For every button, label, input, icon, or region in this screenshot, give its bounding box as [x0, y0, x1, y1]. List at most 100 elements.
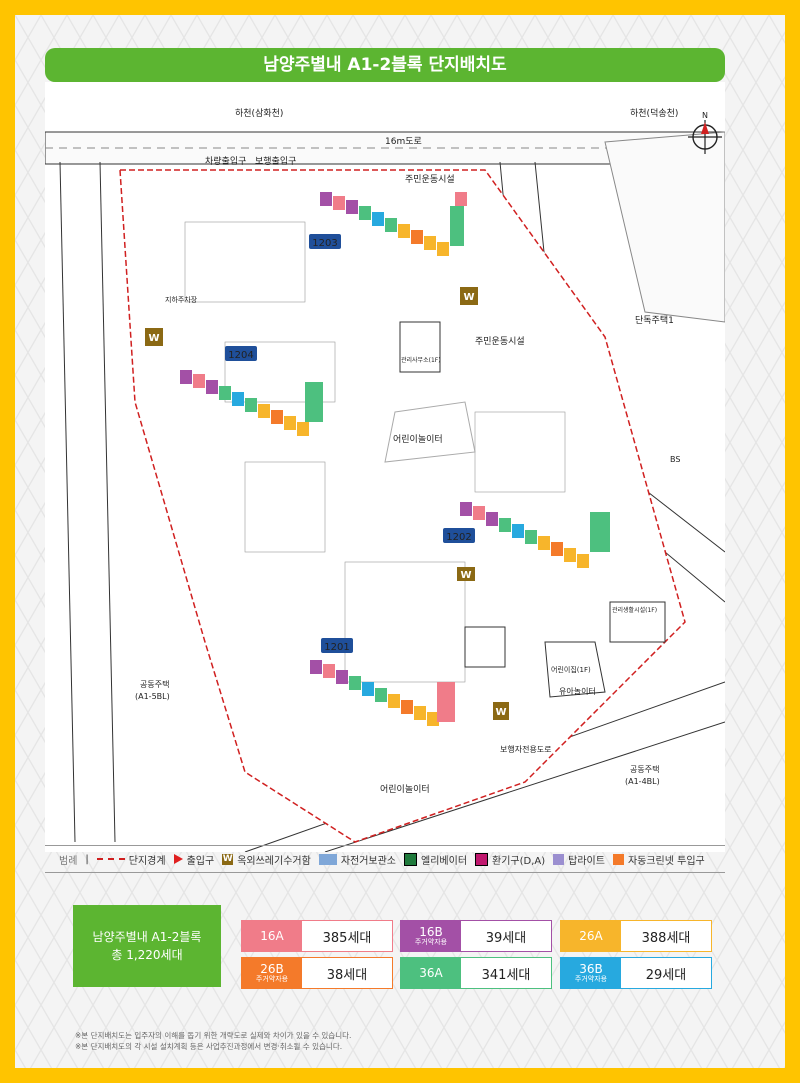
management-office — [399, 321, 441, 373]
legend-item-entrance: 출입구 — [173, 852, 215, 867]
building-label-1202: 1202 — [446, 532, 471, 543]
community-mid-label: 주민운동시설 — [475, 336, 525, 347]
river-left-label: 하천(삼화천) — [235, 108, 283, 119]
unit-type-text: 16A — [260, 929, 284, 943]
right-housing-label: 단독주택1 — [635, 315, 674, 326]
unit-26a — [398, 224, 410, 238]
toplight-icon — [553, 853, 565, 865]
unit-16a — [193, 374, 205, 388]
legend-divider: | — [85, 853, 89, 865]
playground-center-label: 어린이놀이터 — [393, 434, 443, 445]
building-1203 — [320, 192, 467, 256]
bottom-housing-label-2: (A1-4BL) — [625, 777, 660, 786]
unit-box-26b: 26B 주거약자용 38세대 — [241, 957, 393, 989]
entrance-car-label: 차량출입구 — [205, 155, 246, 167]
north-label: N — [702, 111, 708, 120]
legend-item-clean-net: 자동크린넷 투입구 — [612, 852, 705, 867]
unit-16b — [320, 192, 332, 206]
unit-box-26a: 26A 388세대 — [560, 920, 712, 952]
unit-36b — [232, 392, 244, 406]
unit-36a — [245, 398, 257, 412]
unit-16b — [460, 502, 472, 516]
unit-26a — [258, 404, 270, 418]
unit-36a — [590, 512, 610, 552]
right-river-area — [604, 131, 725, 323]
legend: 범례 | 단지경계 출입구 W 옥외쓰레기수거함 자전거보관소 엘리베이터 환기… — [45, 845, 725, 873]
unit-26a — [284, 416, 296, 430]
unit-16b — [310, 660, 322, 674]
unit-26a — [424, 236, 436, 250]
unit-36b — [512, 524, 524, 538]
unit-26a — [577, 554, 589, 568]
unit-36b — [372, 212, 384, 226]
management-office-label: 관리사무소(1F) — [401, 356, 441, 364]
bus-stop-label: BS — [670, 455, 680, 464]
legend-title: 범례 — [59, 855, 78, 867]
unit-26a — [297, 422, 309, 436]
bicycle-icon — [318, 853, 337, 865]
unit-type-text: 36A — [419, 966, 443, 980]
unit-type: 36A — [401, 958, 461, 988]
building-label-1204-bg — [225, 346, 257, 361]
unit-26b — [411, 230, 423, 244]
unit-box-16b: 16B 주거약자용 39세대 — [400, 920, 552, 952]
parking-lines — [184, 221, 566, 683]
unit-26a — [538, 536, 550, 550]
legend-label: 옥외쓰레기수거함 — [237, 855, 311, 867]
waste-bin-icon: W — [222, 853, 234, 865]
building-label-1203-bg — [309, 234, 341, 249]
road-top-label: 16m도로 — [385, 137, 422, 147]
unit-sub-text: 주거약자용 — [574, 975, 608, 983]
unit-16a — [455, 192, 467, 206]
unit-16a — [473, 506, 485, 520]
left-housing-label-1: 공동주택 — [140, 679, 169, 689]
north-arrow: N — [688, 111, 722, 154]
unit-count: 38세대 — [326, 967, 368, 983]
community-building — [464, 626, 506, 668]
parking-label: 지하주차장 — [165, 295, 198, 304]
building-1204 — [180, 370, 323, 436]
summary-line2: 총 1,220세대 — [111, 948, 183, 962]
page-title: 남양주별내 A1-2블록 단지배치도 — [45, 48, 725, 82]
unit-26a — [437, 242, 449, 256]
left-road-edge-2 — [99, 161, 116, 843]
waste-bin — [460, 287, 478, 305]
boundary-icon — [96, 858, 125, 860]
unit-type: 26A — [561, 921, 621, 951]
legend-item-bicycle: 자전거보관소 — [318, 852, 397, 867]
community-top-label: 주민운동시설 — [405, 174, 455, 185]
unit-type: 16B 주거약자용 — [401, 921, 461, 951]
unit-count: 29세대 — [645, 967, 687, 983]
waste-bin — [457, 567, 475, 581]
waste-bin-label: W — [463, 292, 474, 303]
legend-label: 출입구 — [186, 855, 215, 867]
unit-16a — [323, 664, 335, 678]
building-label-1201-bg — [321, 638, 353, 653]
unit-36a — [385, 218, 397, 232]
unit-box-36a: 36A 341세대 — [400, 957, 552, 989]
unit-36a — [375, 688, 387, 702]
legend-item-elevator: 엘리베이터 — [404, 852, 467, 867]
unit-16b — [336, 670, 348, 684]
unit-sub-text: 주거약자용 — [414, 938, 448, 946]
unit-count: 388세대 — [641, 930, 691, 946]
unit-26a — [414, 706, 426, 720]
unit-36a — [349, 676, 361, 690]
building-label-1203: 1203 — [312, 238, 337, 249]
site-boundary — [119, 169, 686, 843]
entrance-icon — [173, 854, 183, 864]
unit-sub-text: 주거약자용 — [255, 975, 289, 983]
legend-item-waste-bin: W 옥외쓰레기수거함 — [222, 852, 311, 867]
unit-36a — [499, 518, 511, 532]
site-map-svg: 1203 1204 — [45, 108, 725, 852]
bottom-housing-label-1: 공동주택 — [630, 764, 659, 774]
footnotes: ※본 단지배치도는 입주자의 이해를 돕기 위한 개략도로 실제와 차이가 있을… — [75, 1030, 351, 1052]
unit-type: 26B 주거약자용 — [242, 958, 302, 988]
waste-bin — [493, 702, 509, 720]
playground-center — [384, 401, 476, 463]
legend-label: 자전거보관소 — [340, 855, 397, 867]
unit-count: 39세대 — [485, 930, 527, 946]
waste-bin-label: W — [460, 570, 471, 581]
legend-label: 단지경계 — [128, 855, 166, 867]
unit-count: 385세대 — [322, 930, 372, 946]
